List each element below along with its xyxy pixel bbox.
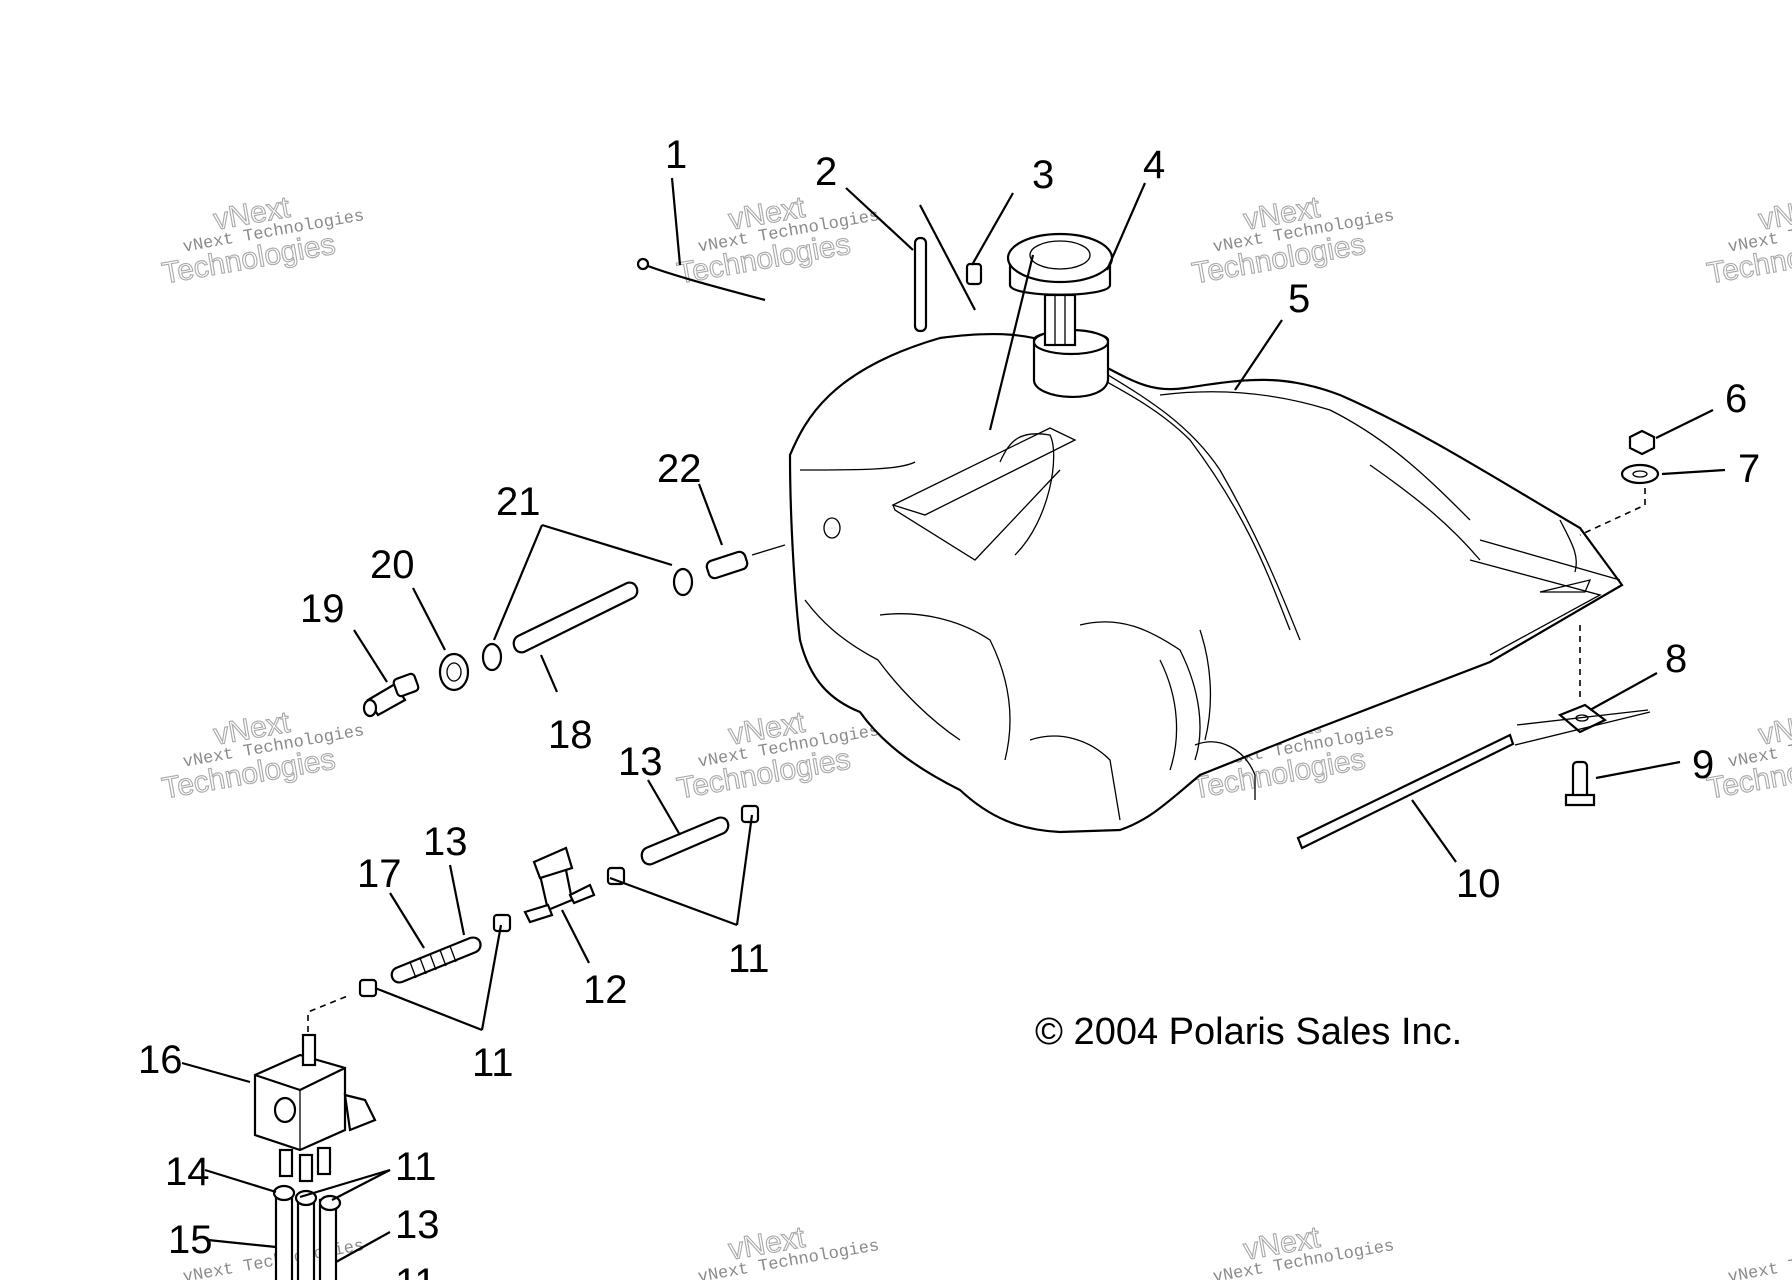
- assembly-line: [1514, 711, 1651, 746]
- copyright-notice: © 2004 Polaris Sales Inc.: [1035, 1011, 1462, 1053]
- part-strap: [636, 257, 766, 302]
- callout-16: 16: [138, 1038, 183, 1082]
- callout-6: 6: [1725, 377, 1747, 421]
- part-clip: [965, 262, 983, 286]
- part-fuel-valve-12: [523, 846, 596, 924]
- callout-11: 11: [728, 937, 770, 981]
- callout-18: 18: [548, 713, 593, 757]
- watermark: vNext vNext Technologies: [1212, 1220, 1396, 1280]
- watermark-small: vNext Technologies: [1727, 1237, 1792, 1280]
- part-fuel-pump-16: [253, 1033, 377, 1183]
- callout-labels: 1 2 3 4 5 6 7 8 9 10 11 11 11 11 12 13 1…: [138, 133, 1760, 1280]
- watermark: vNext vNext Technologies Technologies: [159, 190, 366, 291]
- callout-10: 10: [1456, 862, 1501, 906]
- callout-14: 14: [165, 1150, 210, 1194]
- callout-13: 13: [618, 740, 663, 784]
- watermark: vNext Technologies: [1727, 1237, 1792, 1280]
- callout-13: 13: [395, 1203, 440, 1247]
- callout-22: 22: [657, 447, 702, 491]
- part-hose-13: [640, 816, 730, 866]
- callout-7: 7: [1738, 447, 1760, 491]
- part-fitting-19: [362, 672, 420, 718]
- callout-8: 8: [1665, 637, 1687, 681]
- part-washer: [1620, 463, 1660, 485]
- part-bolt: [1564, 760, 1596, 807]
- part-nut: [1628, 429, 1656, 456]
- callout-4: 4: [1143, 143, 1165, 187]
- part-hoses-bottom: [272, 1184, 342, 1280]
- part-hose-18: [512, 581, 639, 654]
- callout-2: 2: [815, 150, 837, 194]
- callout-3: 3: [1032, 153, 1054, 197]
- callout-13: 13: [423, 820, 468, 864]
- callout-15: 15: [168, 1218, 213, 1262]
- assembly-line: [1579, 488, 1646, 536]
- part-fitting-22: [705, 544, 786, 580]
- part-hose-17: [390, 936, 482, 984]
- callout-21: 21: [496, 480, 541, 524]
- assembly-line: [307, 994, 351, 1032]
- part-clamp-21: [481, 567, 694, 672]
- callout-19: 19: [300, 587, 345, 631]
- leader-lines: [181, 177, 1726, 1263]
- callout-17: 17: [357, 852, 402, 896]
- callout-11: 11: [395, 1261, 437, 1280]
- watermark: vNext vNext Technologies Technologies: [674, 705, 881, 806]
- callout-5: 5: [1288, 277, 1310, 321]
- assembly-line: [1516, 709, 1649, 726]
- part-pad-strip: [1296, 733, 1515, 850]
- callout-11: 11: [395, 1145, 437, 1189]
- part-rod: [913, 236, 928, 333]
- callout-11: 11: [472, 1041, 514, 1085]
- watermark: vNext vNext Technologies Technologies: [1704, 190, 1792, 291]
- callout-1: 1: [665, 133, 687, 177]
- callout-20: 20: [370, 543, 415, 587]
- fuel-tank: [788, 328, 1624, 834]
- callout-9: 9: [1692, 743, 1714, 787]
- part-grommet-20: [438, 652, 470, 692]
- watermark: vNext vNext Technologies Technologies: [1189, 190, 1396, 291]
- watermark: vNext vNext Technologies Technologies: [159, 705, 366, 806]
- callout-12: 12: [583, 968, 628, 1012]
- watermark: vNext vNext Technologies: [697, 1220, 881, 1280]
